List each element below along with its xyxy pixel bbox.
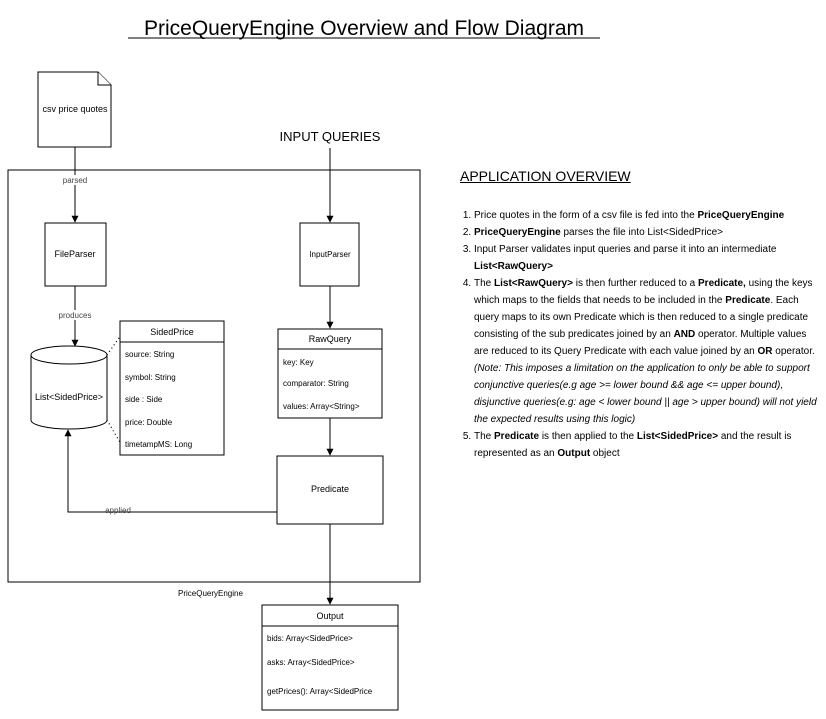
overview-item: The List<RawQuery> is then further reduc… — [474, 275, 822, 428]
predicate-label: Predicate — [311, 484, 349, 494]
overview-item-text: AND — [673, 329, 696, 340]
overview-item-text: The — [474, 431, 495, 442]
overview-item: PriceQueryEngine parses the file into Li… — [474, 224, 822, 241]
overview-item-text: List<SidedPrice> — [636, 431, 719, 442]
edge-label-produces: produces — [59, 311, 92, 320]
engine-label: PriceQueryEngine — [178, 589, 243, 598]
overview-item-text: using the keys which maps to the fields … — [474, 278, 813, 306]
overview-item-text: parses the file into List<SidedPrice> — [560, 227, 724, 238]
sided-price-class — [119, 320, 225, 456]
overview-item-text: PriceQueryEngine — [697, 210, 785, 221]
overview-item-text: Price quotes in the form of a csv file i… — [474, 210, 698, 221]
edge-label-parsed-bg — [58, 175, 90, 185]
overview-item-text: (Note: This imposes a limitation on the … — [474, 363, 817, 425]
csv-price-quotes-label: csv price quotes — [42, 104, 108, 114]
diagram-title: PriceQueryEngine Overview and Flow Diagr… — [144, 17, 584, 40]
input-parser-node — [299, 222, 360, 287]
list-sided-price-label: List<SidedPrice> — [35, 392, 103, 402]
overview-item-text: and the result is represented as an — [474, 431, 792, 459]
overview-item-text: operator. Multiple values are reduced to… — [474, 329, 807, 357]
overview-item-text: . Each query maps to its own Predicate w… — [474, 295, 809, 340]
overview-item-text: Predicate — [725, 295, 771, 306]
output-field: bids: Array<SidedPrice> — [267, 634, 353, 643]
raw-query-field: values: Array<String> — [283, 402, 360, 411]
edge-label-applied: applied — [105, 506, 131, 515]
overview-heading: APPLICATION OVERVIEW — [460, 168, 631, 184]
overview-item: The Predicate is then applied to the Lis… — [474, 428, 822, 462]
output-class-name: Output — [316, 611, 344, 621]
overview-list: Price quotes in the form of a csv file i… — [460, 207, 822, 462]
sided-price-field: price: Double — [125, 418, 173, 427]
overview-item: Input Parser validates input queries and… — [474, 241, 822, 275]
edge-label-parsed: parsed — [63, 176, 87, 185]
input-queries-label: INPUT QUERIES — [280, 129, 381, 144]
csv-price-quotes-node — [37, 71, 112, 148]
sided-price-field: timetampMS: Long — [125, 440, 192, 449]
dotted-connector-bottom — [106, 419, 122, 445]
overview-item-text: List<RawQuery> — [494, 278, 573, 289]
overview-item-text: PriceQueryEngine — [474, 227, 561, 238]
output-class — [261, 604, 399, 711]
raw-query-field: comparator: String — [283, 379, 349, 388]
predicate-node — [276, 455, 384, 525]
overview-item-text: is then applied to the — [539, 431, 637, 442]
edge-predicate-applied-to-list — [64, 429, 277, 513]
output-field: asks: Array<SidedPrice> — [267, 658, 355, 667]
overview-item-text: Predicate, — [698, 278, 746, 289]
raw-query-class-name: RawQuery — [309, 334, 352, 344]
engine-boundary — [7, 169, 421, 583]
overview-item-text: Output — [557, 448, 591, 459]
dotted-connector-top — [106, 334, 122, 356]
input-parser-label: InputParser — [309, 250, 351, 259]
sided-price-field: symbol: String — [125, 373, 176, 382]
application-overview: APPLICATION OVERVIEW Price quotes in the… — [460, 168, 822, 462]
file-parser-node — [44, 222, 107, 287]
output-field: getPrices(): Array<SidedPrice — [267, 687, 373, 696]
file-parser-label: FileParser — [54, 249, 95, 259]
sided-price-class-name: SidedPrice — [150, 327, 194, 337]
edge-label-produces-bg — [54, 310, 96, 320]
sided-price-field: source: String — [125, 350, 174, 359]
overview-item-text: Input Parser validates input queries and… — [474, 244, 777, 255]
overview-item: Price quotes in the form of a csv file i… — [474, 207, 822, 224]
overview-item-text: is then further reduced to a — [572, 278, 699, 289]
raw-query-field: key: Key — [283, 358, 314, 367]
list-sided-price-node — [30, 345, 108, 430]
raw-query-class — [277, 328, 383, 419]
overview-item-text: List<RawQuery> — [474, 261, 553, 272]
overview-item-text: object — [590, 448, 620, 459]
overview-item-text: OR — [757, 346, 773, 357]
overview-item-text: operator. — [772, 346, 815, 357]
overview-item-text: The — [474, 278, 495, 289]
overview-item-text: Predicate — [494, 431, 540, 442]
sided-price-field: side : Side — [125, 395, 163, 404]
